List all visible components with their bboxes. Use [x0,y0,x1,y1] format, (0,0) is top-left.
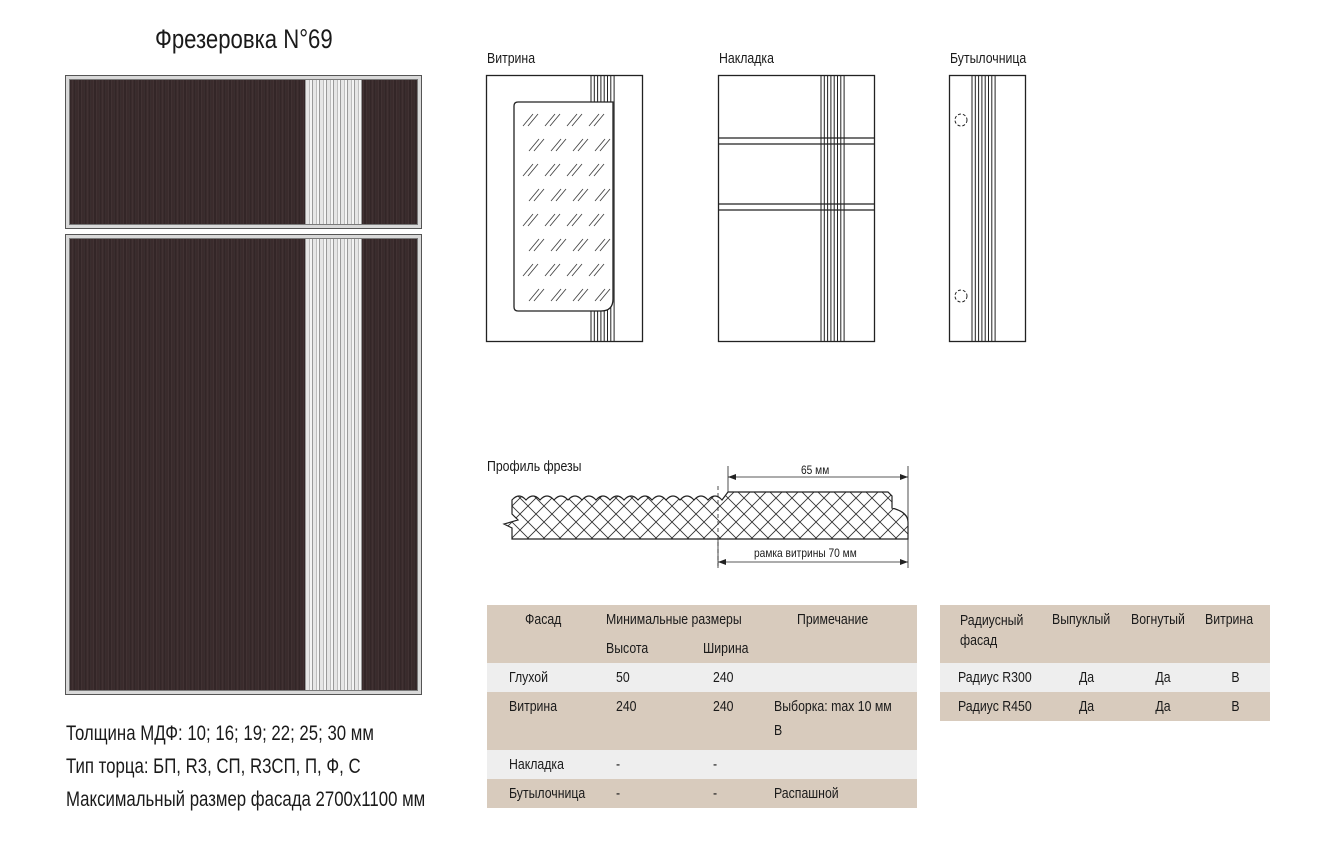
header-min-sizes: Минимальные размеры [606,611,742,628]
door-top-panel [66,76,421,228]
profile-title: Профиль фрезы [487,458,582,475]
profile-drawing [503,466,909,568]
door-bottom-strip [305,239,362,690]
table-row: Бутылочница - - Распашной [487,779,918,808]
spec-edge-type: Тип торца: БП, R3, СП, R3СП, П, Ф, С [66,755,361,778]
table-row: Витрина 240 240 Выборка: max 10 мм В [487,692,918,750]
header-convex: Выпуклый [1051,611,1111,628]
spec-max-size: Максимальный размер фасада 2700х1100 мм [66,788,426,811]
radius-table: Радиусный фасад Выпуклый Вогнутый Витрин… [940,605,1270,721]
table-row: Глухой 50 240 [487,663,918,692]
header-radius-facade: Радиусный фасад [960,612,1024,649]
facade-table: Фасад Минимальные размеры Примечание Выс… [487,605,918,808]
vitrina-diagram [485,74,644,343]
table-row: Радиус R300 Да Да В [940,663,1270,692]
label-butylochnitsa: Бутылочница [950,50,1027,67]
header-concave: Вогнутый [1130,611,1185,628]
door-bottom-panel [66,235,421,694]
label-nakladka: Накладка [719,50,774,67]
label-vitrina: Витрина [487,50,536,67]
table-row: Радиус R450 Да Да В [940,692,1270,721]
header-height: Высота [606,640,649,657]
header-vitrina: Витрина [1204,611,1253,628]
butylochnitsa-diagram [948,74,1027,343]
page-title: Фрезеровка N°69 [155,24,333,54]
door-top-strip [305,80,362,224]
dim-frame: рамка витрины 70 мм [754,546,857,560]
header-facade: Фасад [525,611,562,628]
header-width: Ширина [702,640,749,657]
dim-65: 65 мм [801,463,830,477]
header-note: Примечание [796,611,868,628]
table-row: Накладка - - [487,750,918,779]
spec-thickness: Толщина МДФ: 10; 16; 19; 22; 25; 30 мм [66,722,374,745]
nakladka-diagram [717,74,876,343]
